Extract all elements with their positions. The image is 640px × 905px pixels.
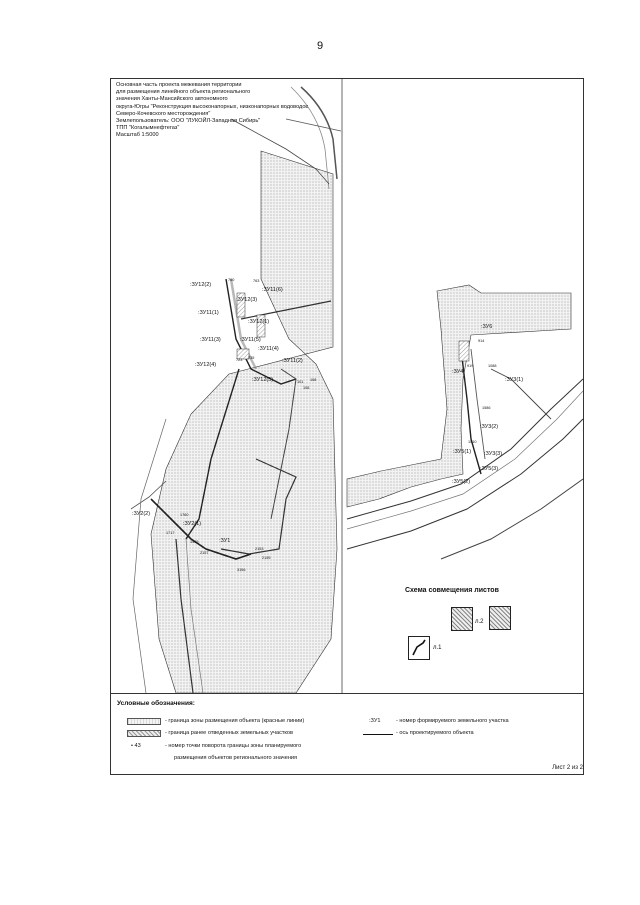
parcel-label: :ЗУ6 xyxy=(481,324,493,330)
point-number: 1088 xyxy=(488,364,497,368)
parcel-label: :ЗУ12(1) xyxy=(248,319,270,325)
parcel-label: :ЗУ3(3) xyxy=(484,451,503,457)
sheet-box-2b xyxy=(489,606,511,630)
legend-title: Условные обозначения: xyxy=(117,700,195,707)
parcel-label: :ЗУ11(1) xyxy=(198,310,219,316)
map-drawing xyxy=(130,79,583,693)
sheet-box-2a xyxy=(451,607,473,631)
point-number: 1717 xyxy=(166,531,175,535)
parcel-label: :ЗУ12(2) xyxy=(190,282,212,288)
territory-zone xyxy=(150,150,338,693)
legend-item: - граница ранее отведенных земельных уча… xyxy=(165,730,294,736)
parcel-label: :ЗУ12(5) xyxy=(252,377,274,383)
point-number: 3156 xyxy=(237,568,246,572)
axis-line-symbol xyxy=(363,734,393,735)
parcel-label: :ЗУ11(5) xyxy=(240,337,261,343)
parcel-label: :ЗУ11(4) xyxy=(258,346,279,352)
sheet-1-label: л.1 xyxy=(433,645,442,651)
legend-item: размещения объектов регионального значен… xyxy=(174,755,298,761)
parcel-label: :ЗУ4 xyxy=(452,369,464,375)
parcel-label: :ЗУ5(2) xyxy=(452,479,471,485)
point-number: 108 xyxy=(310,378,317,382)
point-number: 2153 xyxy=(255,547,264,551)
header-line: Северо-Кочевского месторождения" xyxy=(116,110,211,117)
legend-item: - номер точки поворота границы зоны план… xyxy=(165,743,302,749)
sheet-2-label: л.2 xyxy=(475,619,484,625)
point-number: 1760 xyxy=(180,513,189,517)
header-line: Землепользователь: ООО "ЛУКОЙЛ-Западная … xyxy=(116,118,261,125)
point-number: 106 xyxy=(303,386,310,390)
sheet-1-route-icon xyxy=(412,639,426,656)
point-number: 723 xyxy=(236,358,243,362)
legend-item: - номер формируемого земельного участка xyxy=(396,718,509,724)
point-number: 760 xyxy=(228,278,235,282)
parcel-label: :ЗУ2(1) xyxy=(183,521,202,527)
point-number: 1465 xyxy=(190,540,199,544)
parcel-label: :ЗУ1 xyxy=(219,538,231,544)
legend: Условные обозначения: - граница зоны раз… xyxy=(111,693,583,774)
point-number: 2155 xyxy=(262,556,271,560)
parcel-label: :ЗУ3(2) xyxy=(480,424,499,430)
parcel-label: :ЗУ11(6) xyxy=(262,287,283,293)
point-number: 2157 xyxy=(200,551,209,555)
parcel-label: :ЗУ5(3) xyxy=(480,466,499,472)
parcel-label: :ЗУ5(1) xyxy=(453,449,472,455)
header-line: для размещения линейного объекта региона… xyxy=(116,89,251,96)
point-number: 1510 xyxy=(468,440,477,444)
sheet-box-1 xyxy=(408,636,430,660)
sheet-footer: Лист 2 из 2 xyxy=(552,765,583,771)
drawing-header: Основная часть проекта межевания террито… xyxy=(116,82,386,140)
point-number: 1586 xyxy=(482,406,491,410)
allotted-parcels-swatch xyxy=(127,730,161,737)
red-lines-swatch xyxy=(127,718,161,725)
header-line: значения Ханты-Мансийского автономного xyxy=(116,96,228,103)
legend-item: - граница зоны размещения объекта (красн… xyxy=(165,718,305,724)
parcel-label: :ЗУ11(2) xyxy=(282,358,303,364)
point-symbol: • 43 xyxy=(131,743,141,749)
parcel-label: :ЗУ12(3) xyxy=(236,297,258,303)
header-line: Масштаб 1:5000 xyxy=(116,132,159,139)
drawing-frame xyxy=(110,78,584,775)
point-number: 101 xyxy=(297,380,304,384)
point-number: 919 xyxy=(467,364,474,368)
header-line: округа-Югры "Реконструкция высоконапорны… xyxy=(116,103,309,110)
point-number: 735 xyxy=(248,356,255,360)
sheet-scheme-title: Схема совмещения листов xyxy=(405,587,499,594)
territory-zone-right xyxy=(346,284,572,508)
point-number: 914 xyxy=(478,339,485,343)
page-number: 9 xyxy=(316,40,324,52)
header-line: Основная часть проекта межевания террито… xyxy=(116,82,242,88)
zu-symbol: :ЗУ1 xyxy=(369,718,381,724)
parcel-label: :ЗУ12(4) xyxy=(195,362,217,368)
parcel-label: :ЗУ2(2) xyxy=(132,511,151,517)
header-line: ТПП "Когалымнефтегаз" xyxy=(116,125,180,132)
parcel-label: :ЗУ11(3) xyxy=(200,337,221,343)
legend-item: - ось проектируемого объекта xyxy=(396,730,474,736)
point-number: 763 xyxy=(253,279,260,283)
parcel-label: :ЗУ3(1) xyxy=(505,377,524,383)
